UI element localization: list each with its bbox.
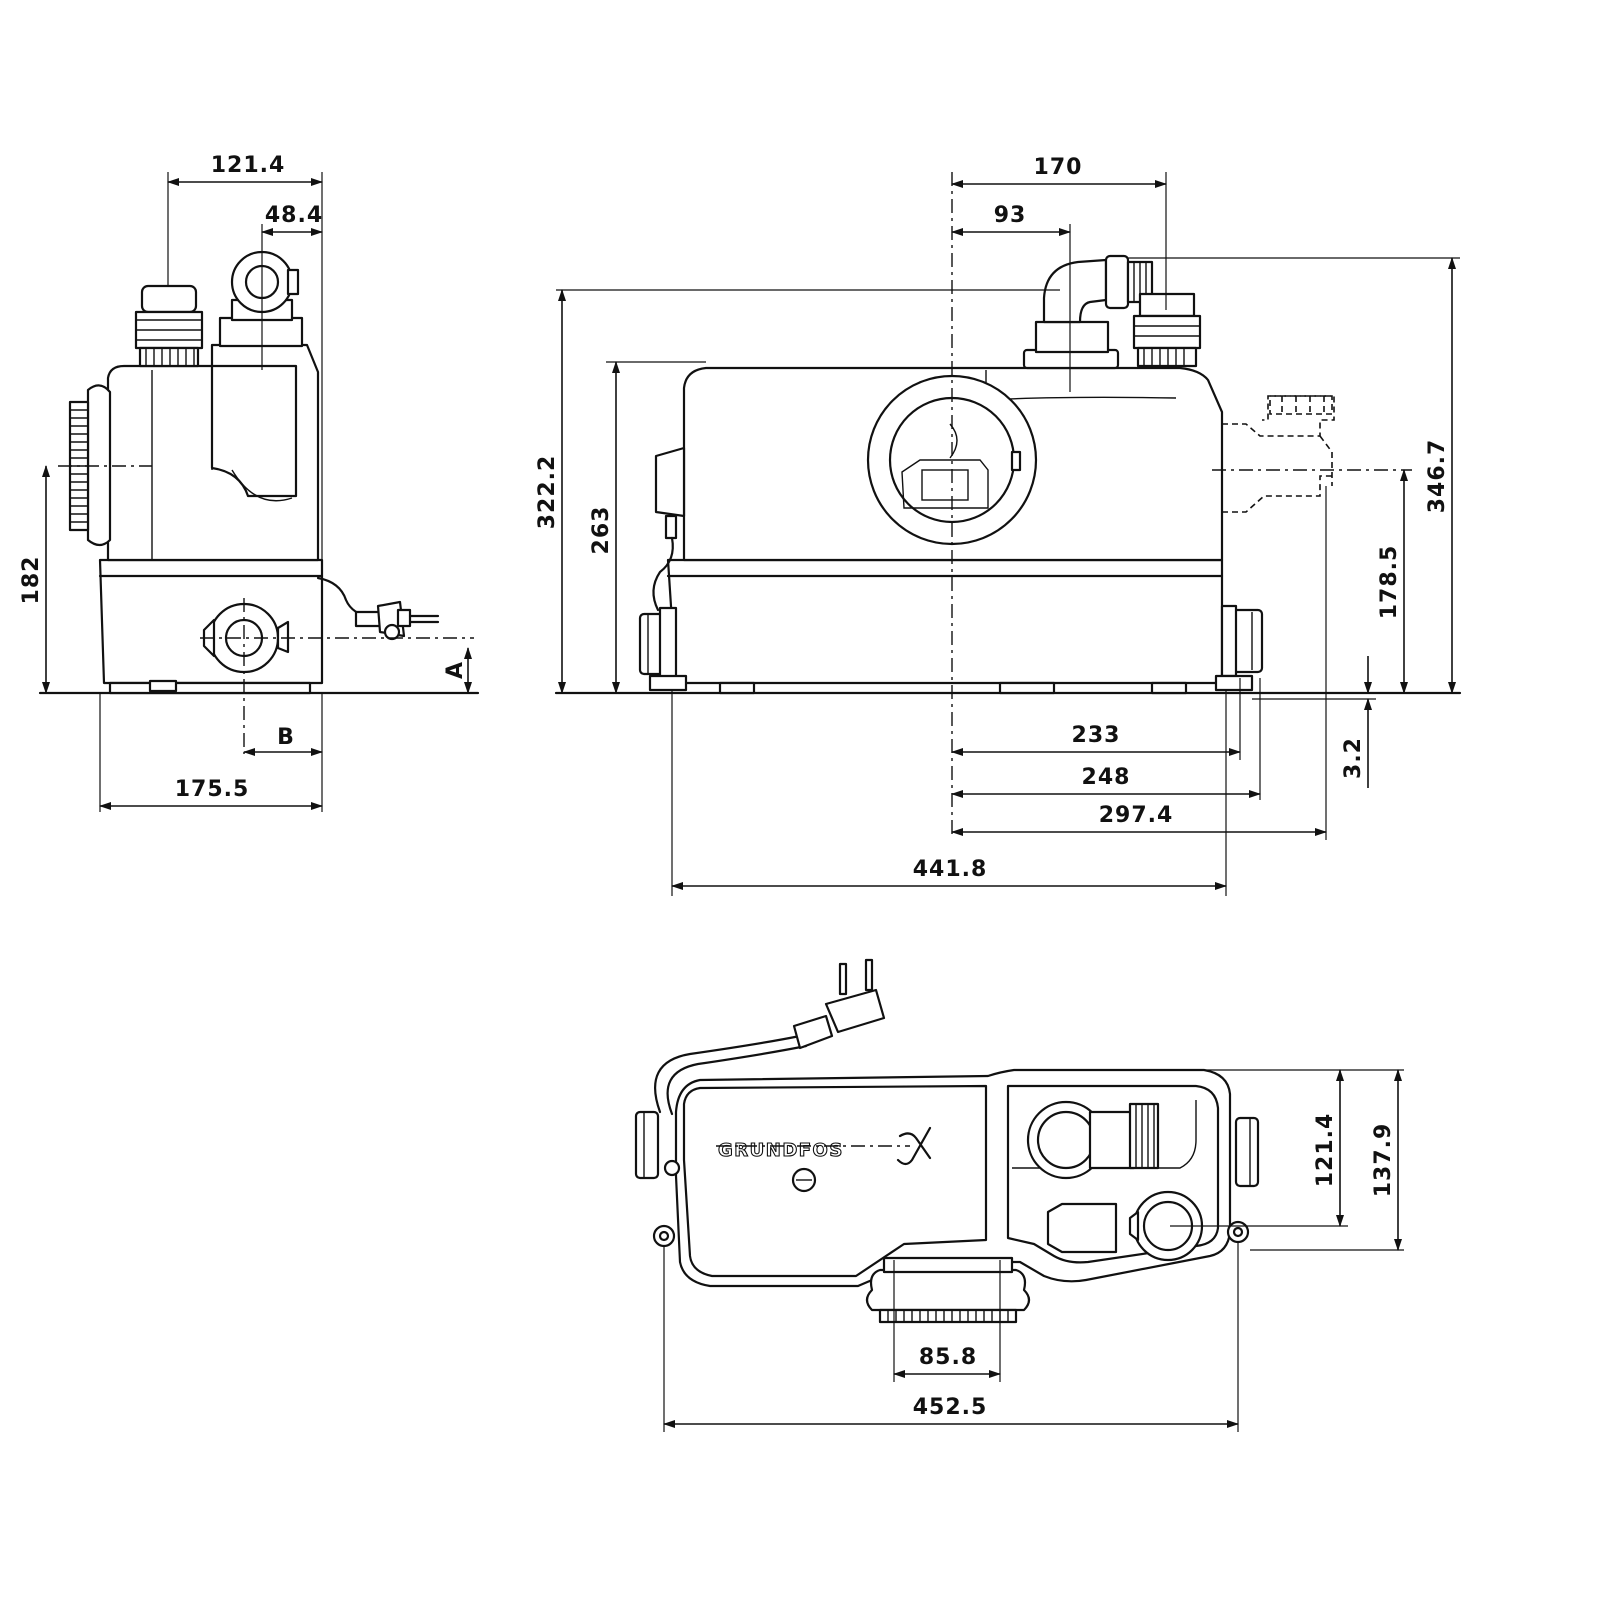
dim-side-base-width: 175.5 <box>175 777 250 802</box>
dim-front-height-side-inlet: 178.5 <box>1377 545 1402 620</box>
dim-side-outlet-offset: 48.4 <box>265 203 323 228</box>
dim-front-width-297: 297.4 <box>1099 803 1174 828</box>
dim-front-base-gap: 3.2 <box>1341 737 1366 779</box>
dim-front-width-248: 248 <box>1082 765 1131 790</box>
dim-top-depth-137: 137.9 <box>1371 1123 1396 1198</box>
dim-side-inlet-height: 182 <box>19 556 44 605</box>
dim-side-label-a: A <box>443 661 468 679</box>
dim-top-depth-121: 121.4 <box>1313 1113 1338 1188</box>
brand-logo-text: GRUNDFOS <box>718 1140 844 1161</box>
side-view: 121.4 48.4 182 A B 175.5 <box>19 153 480 812</box>
top-view: GRUNDFOS <box>634 958 1404 1432</box>
dim-front-height-body: 263 <box>589 506 614 555</box>
dim-top-total-width: 452.5 <box>913 1395 988 1420</box>
dim-side-label-b: B <box>277 725 295 750</box>
dim-front-top-170: 170 <box>1034 155 1083 180</box>
front-view: 170 93 322.2 263 346.7 178.5 3.2 233 248 <box>535 155 1462 896</box>
dim-side-top-width: 121.4 <box>211 153 286 178</box>
dim-front-width-441: 441.8 <box>913 857 988 882</box>
dim-top-bellows-width: 85.8 <box>919 1345 977 1370</box>
dim-front-top-93: 93 <box>994 203 1027 228</box>
dim-front-height-outlet: 346.7 <box>1425 439 1450 514</box>
brand-logo-x-icon <box>896 1126 932 1166</box>
dim-front-width-233: 233 <box>1072 723 1121 748</box>
dim-front-height-total: 322.2 <box>535 455 560 530</box>
